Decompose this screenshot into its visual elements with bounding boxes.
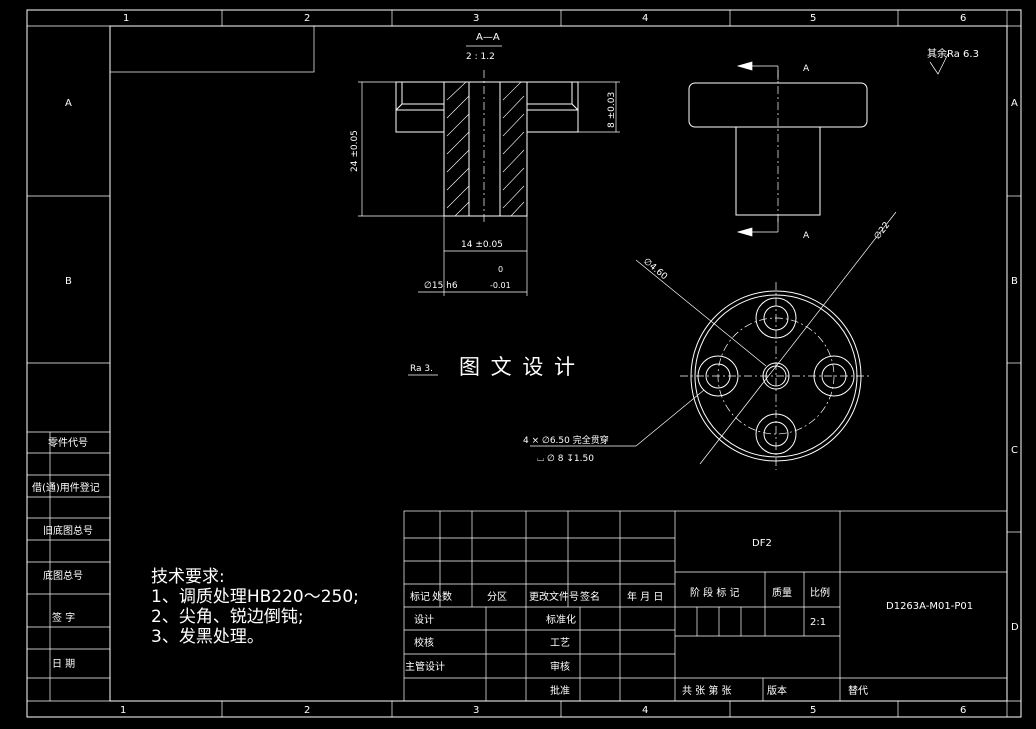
zone-row-b-left: B	[65, 276, 72, 287]
roughness-corner: 其余Ra 6.3	[927, 47, 979, 60]
outer-frame	[26, 9, 1022, 718]
section-width-dim: 14 ±0.05	[461, 240, 503, 250]
zone-col-1-top: 1	[123, 13, 129, 24]
tb-count: 处数	[432, 590, 452, 603]
tb-approve: 批准	[550, 684, 570, 697]
top-view-centerlines	[680, 282, 872, 470]
zone-row-b-right: B	[1011, 276, 1018, 287]
section-flange-dim: 8 ±0.03	[607, 92, 617, 128]
left-strip-borrowed-record: 借(通)用件登记	[32, 481, 100, 494]
cut-label-bottom: A	[803, 231, 810, 241]
tb-mark: 标记	[410, 591, 430, 603]
section-hatching	[446, 81, 525, 217]
tb-version: 版本	[767, 684, 787, 697]
zone-col-3-bottom: 3	[473, 705, 479, 716]
zone-col-4-bottom: 4	[642, 705, 648, 716]
tb-standardize: 标准化	[546, 613, 576, 626]
tb-scale-value: 2:1	[810, 617, 826, 628]
section-scale: 2 : 1.2	[466, 52, 495, 62]
cut-plane-arrows	[736, 61, 779, 237]
title-block-grid	[403, 510, 1008, 702]
tb-process: 工艺	[550, 637, 570, 649]
zone-col-4-top: 4	[642, 13, 648, 24]
tb-date: 年 月 日	[627, 590, 663, 603]
left-strip-old-base-no: 旧底图总号	[43, 524, 93, 537]
top-view-leaders	[530, 211, 897, 465]
code-box	[109, 25, 315, 73]
top-view-hole-note: 4 × ∅6.50 完全贯穿	[523, 434, 609, 446]
tb-weight: 质量	[772, 587, 792, 599]
zone-col-6-top: 6	[960, 13, 966, 24]
zone-col-3-top: 3	[473, 13, 479, 24]
section-height-dim: 24 ±0.05	[350, 130, 360, 172]
tech-req-item-2: 2、尖角、锐边倒钝;	[151, 607, 304, 627]
tech-req-item-1: 1、调质处理HB220～250;	[151, 587, 359, 607]
zone-row-d-right: D	[1011, 622, 1019, 633]
tb-scale: 比例	[810, 586, 830, 599]
zone-col-2-top: 2	[304, 13, 310, 24]
tb-total-sheets: 共 张 第 张	[682, 684, 732, 697]
zone-row-a-left: A	[65, 98, 72, 109]
zone-col-2-bottom: 2	[304, 705, 310, 716]
roughness-corner-symbol	[929, 53, 949, 75]
watermark-text: 图 文 设 计	[459, 355, 577, 379]
tb-zone: 分区	[487, 591, 507, 603]
tb-replace: 替代	[848, 684, 868, 697]
zone-row-a-right: A	[1011, 98, 1018, 109]
technical-requirements: 技术要求: 1、调质处理HB220～250; 2、尖角、锐边倒钝; 3、发黑处理…	[151, 567, 359, 647]
tb-design: 设计	[414, 613, 434, 626]
zone-col-5-bottom: 5	[810, 705, 816, 716]
tb-check: 校核	[414, 636, 434, 649]
cut-label-top: A	[803, 64, 810, 74]
zone-col-6-bottom: 6	[960, 705, 966, 716]
left-strip-part-code: 零件代号	[48, 437, 88, 449]
section-dia-dim: ∅15 h6	[424, 281, 458, 291]
zone-col-1-bottom: 1	[120, 705, 126, 716]
tb-review: 审核	[550, 660, 570, 673]
tech-req-title: 技术要求:	[151, 567, 225, 587]
left-strip-base-no: 底图总号	[43, 569, 83, 582]
tb-drawing-no: D1263A-M01-P01	[886, 601, 973, 612]
roughness-center: Ra 3.	[410, 364, 433, 374]
zone-col-5-top: 5	[810, 13, 816, 24]
section-title: A—A	[476, 32, 500, 43]
section-dia-tol-upper: 0	[498, 265, 503, 274]
tb-material: DF2	[752, 538, 772, 549]
section-dimension-lines	[358, 81, 620, 296]
top-view-cbore-note: ⌴ ∅ 8 ↧1.50	[537, 454, 594, 464]
left-strip-date: 日 期	[52, 658, 75, 670]
section-dia-tol-lower: -0.01	[490, 281, 511, 290]
section-view	[395, 81, 579, 217]
top-view-hole-dia: ∅4.60	[641, 257, 669, 283]
tb-change-doc: 更改文件号	[529, 590, 579, 603]
zone-row-c-right: C	[1011, 445, 1018, 456]
tech-req-item-3: 3、发黑处理。	[151, 627, 264, 647]
left-strip-signature: 签 字	[52, 611, 75, 624]
tb-chief-design: 主管设计	[405, 660, 445, 673]
top-view-pcd-dia: ∅22	[872, 220, 892, 241]
tb-sign: 签名	[580, 590, 600, 603]
tb-stage-mark: 阶 段 标 记	[690, 586, 740, 599]
left-strip-grid	[27, 195, 110, 701]
